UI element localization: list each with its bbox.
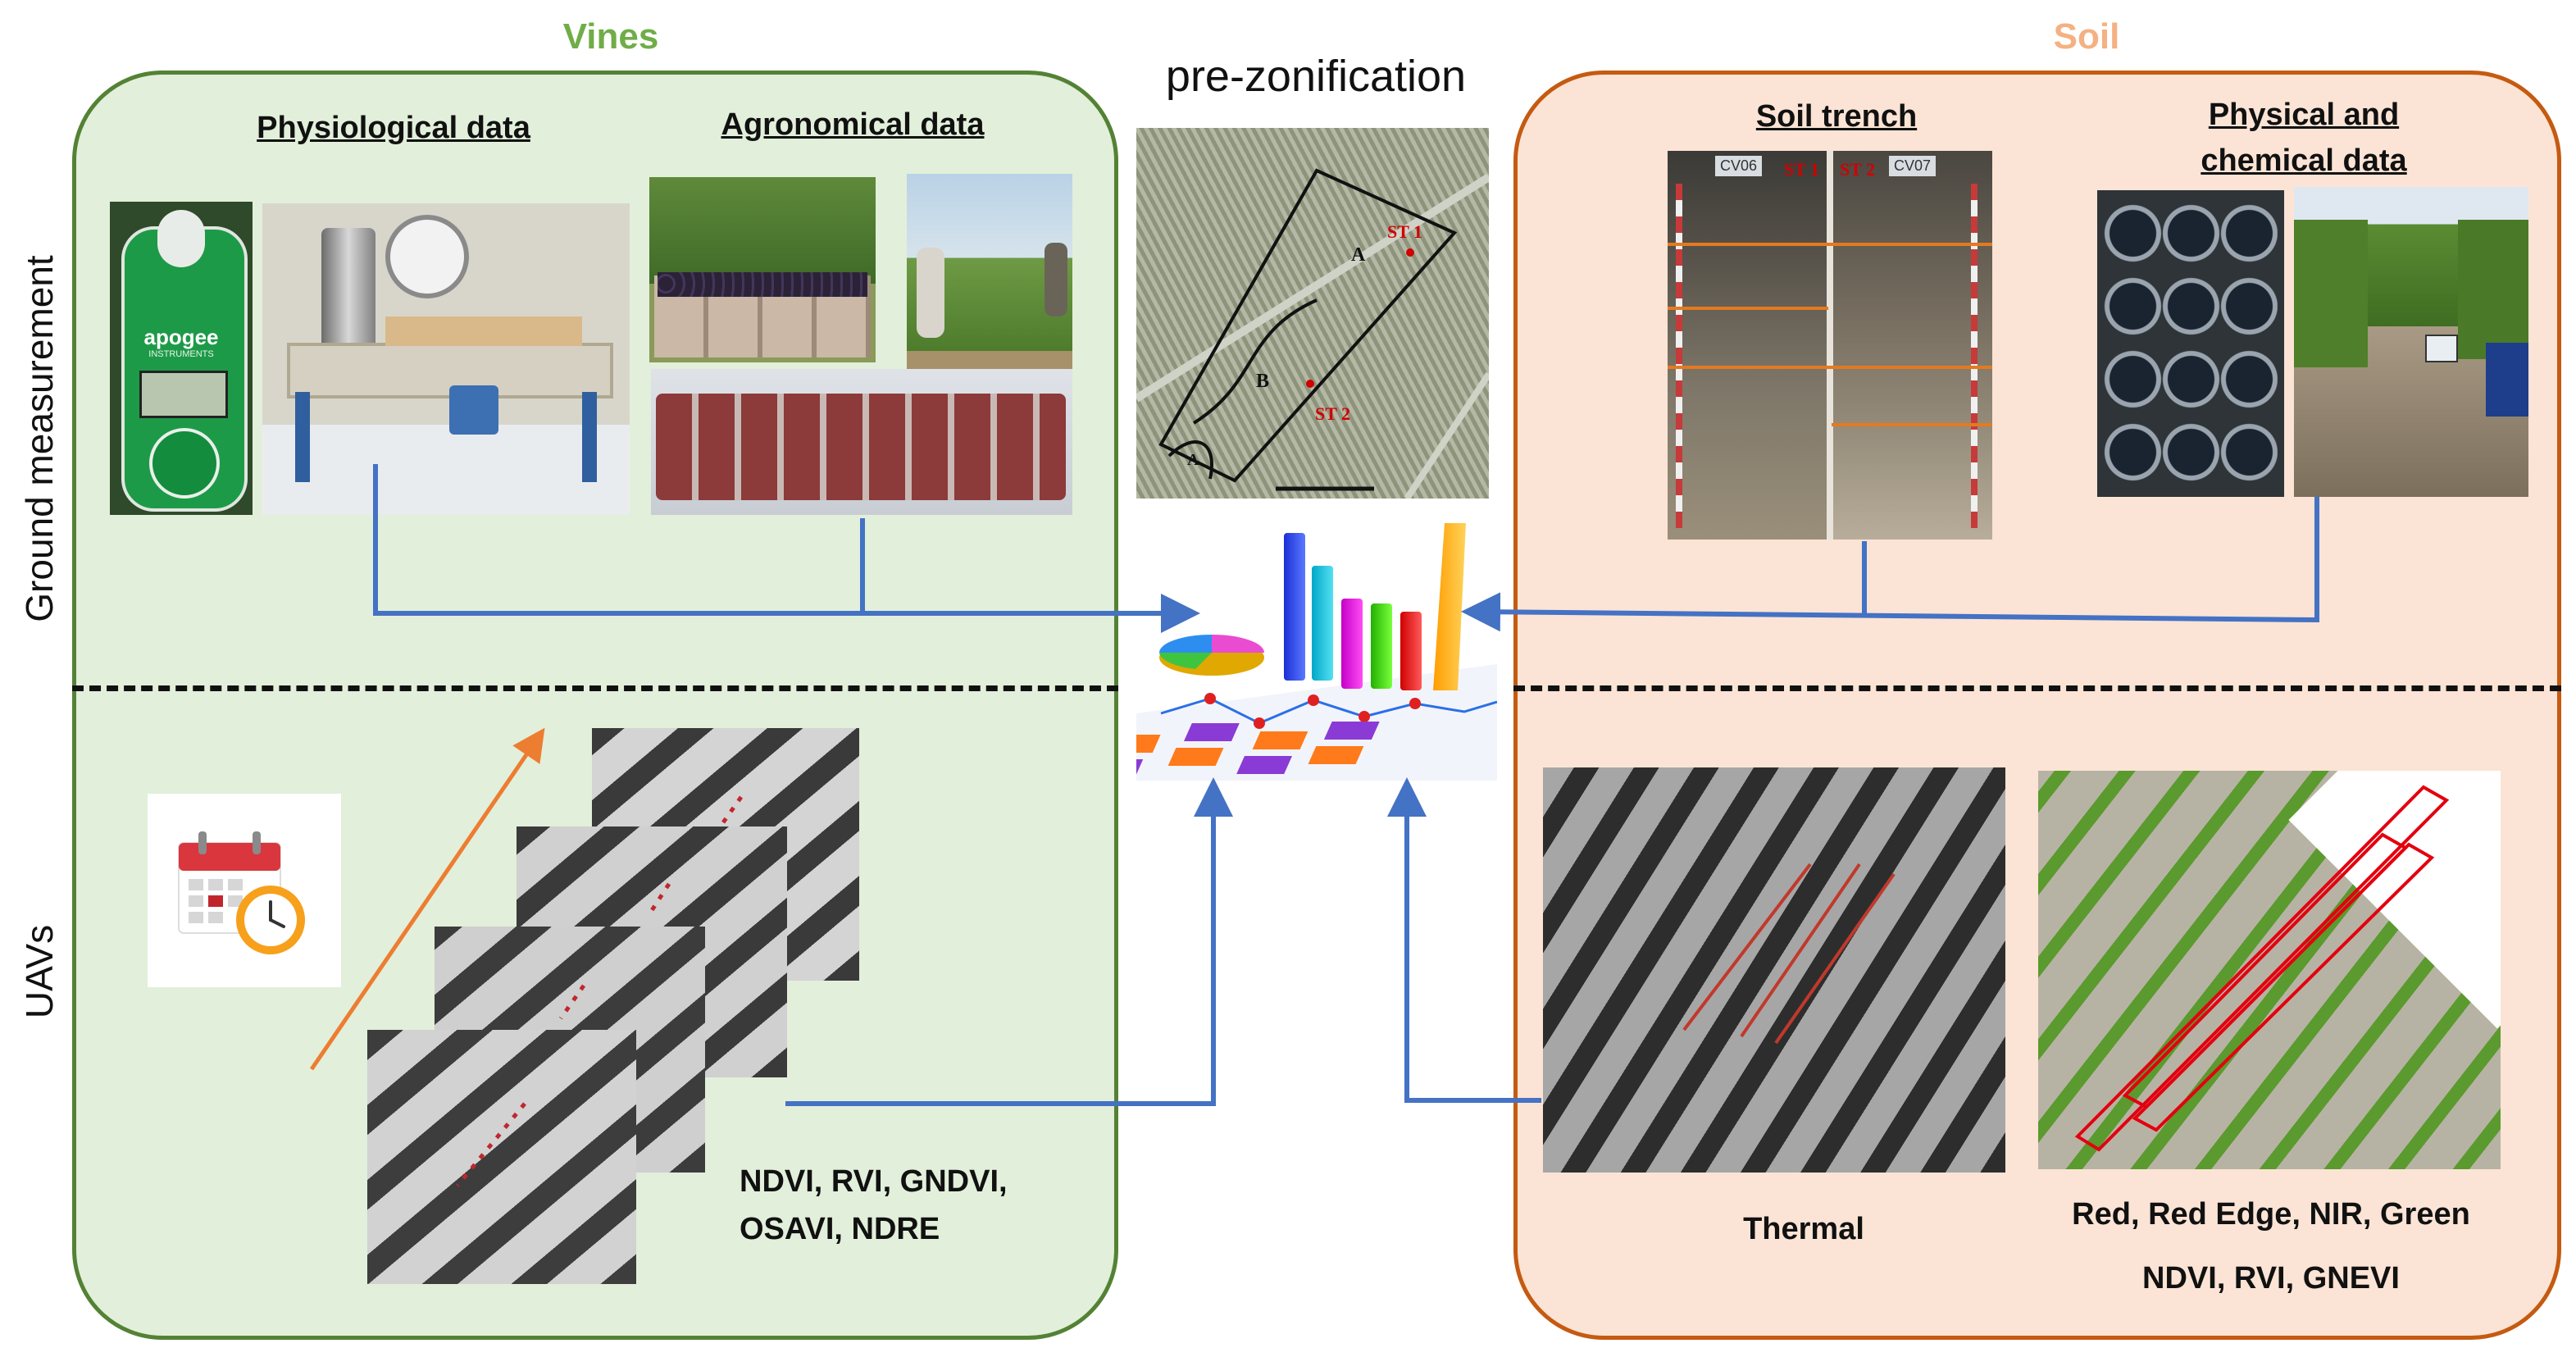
meter-brand: apogee <box>143 325 219 349</box>
vines-title: Vines <box>562 16 659 57</box>
table-surface <box>262 425 630 515</box>
measuring-tape-right <box>1971 184 1978 528</box>
horizon-line-4 <box>1832 423 1992 426</box>
blue-stand-right <box>582 392 597 482</box>
sample-transects <box>456 795 744 1187</box>
uav-soil-bands: Red, Red Edge, NIR, Green <box>2072 1197 2470 1232</box>
meter-sensor <box>157 210 205 267</box>
multispectral-transects <box>2074 785 2450 1152</box>
vine-row-right <box>2458 220 2528 359</box>
thermal-transects <box>1682 863 1896 1045</box>
physical-chemical-header: Physical and chemical data <box>2132 92 2476 184</box>
meter-screen <box>139 371 228 418</box>
horizon-line-2 <box>1668 307 1828 310</box>
map-zone-a: A <box>1351 244 1366 266</box>
vine-row-left <box>2294 220 2368 367</box>
trench-divider <box>1827 151 1833 540</box>
map-zones <box>1136 168 1489 499</box>
sample-tray <box>2104 197 2278 490</box>
physical-line1: Physical and <box>2208 98 2400 132</box>
map-zone-a-small: A <box>1187 451 1199 469</box>
trench-st2: ST 2 <box>1840 159 1876 180</box>
arrow-vines-ground <box>373 464 1200 633</box>
horizon-line-3 <box>1668 366 1992 369</box>
arrow-uav-soil <box>1387 777 1541 1103</box>
uav-vines-indices-line1: NDVI, RVI, GNDVI, <box>740 1164 1008 1199</box>
grape-clusters <box>658 272 867 297</box>
photo-must-jars <box>651 369 1072 515</box>
soil-title: Soil <box>2053 16 2120 57</box>
agronomical-data-header: Agronomical data <box>721 107 985 142</box>
divider-soil <box>1513 685 2561 691</box>
physical-line2: chemical data <box>2201 143 2407 178</box>
wood-board <box>385 316 582 346</box>
map-st2: ST 2 <box>1315 403 1351 424</box>
trench-left-wall <box>1668 151 1828 540</box>
calendar-clock-icon <box>148 794 341 987</box>
ground-arrows <box>373 464 2319 1106</box>
arrow-soil-ground <box>1461 497 2319 632</box>
blue-stand-left <box>295 392 310 482</box>
time-arrow <box>309 727 545 1071</box>
jar-row <box>656 394 1066 500</box>
pre-zonification-title: pre-zonification <box>1165 52 1467 101</box>
sample-sign <box>2425 335 2458 362</box>
vine-foliage <box>649 177 876 284</box>
pre-zonification-map: A B A ST 1 ST 2 <box>1136 128 1489 499</box>
measuring-tape-left <box>1676 184 1682 528</box>
uav-thermal-image <box>1543 767 2005 1173</box>
horizon-line-1 <box>1668 243 1992 246</box>
photo-grape-harvest <box>649 177 876 362</box>
photo-pressure-chamber <box>262 203 630 515</box>
photo-soil-trench: CV06 ST 1 ST 2 CV07 <box>1668 151 1992 540</box>
photo-vineyard-row <box>2294 187 2528 497</box>
meter-sub: INSTRUMENTS <box>148 349 214 359</box>
photo-handheld-meter: apogee INSTRUMENTS <box>110 202 253 515</box>
trench-right-wall <box>1832 151 1992 540</box>
blue-vehicle <box>2486 343 2528 417</box>
uav-soil-indices: NDVI, RVI, GNEVI <box>2142 1261 2400 1296</box>
map-st1: ST 1 <box>1387 221 1423 242</box>
uav-vines-indices: NDVI, RVI, GNDVI, OSAVI, NDRE <box>740 1158 1008 1253</box>
meter-keypad <box>149 428 220 499</box>
worker-figure-2 <box>1045 243 1067 316</box>
trench-tag-right: CV07 <box>1889 156 1937 176</box>
worker-figure <box>917 248 944 338</box>
physiological-data-header: Physiological data <box>257 111 530 145</box>
trench-st1: ST 1 <box>1784 159 1820 180</box>
map-zone-b: B <box>1256 371 1270 392</box>
blue-valve <box>449 385 498 435</box>
photo-vineyard-workers <box>907 174 1072 395</box>
trench-tag-left: CV06 <box>1715 156 1763 176</box>
soil-trench-header: Soil trench <box>1755 99 1918 134</box>
pressure-gauge <box>385 215 469 298</box>
photo-soil-samples <box>2097 190 2284 497</box>
arrow-uav-vines <box>785 777 1233 1106</box>
uav-soil-thermal: Thermal <box>1743 1212 1864 1246</box>
divider-vines <box>72 685 1118 691</box>
uav-vines-indices-line2: OSAVI, NDRE <box>740 1212 940 1246</box>
uav-multispectral-image <box>2038 771 2501 1169</box>
uav-image-stack-1 <box>367 1030 636 1284</box>
